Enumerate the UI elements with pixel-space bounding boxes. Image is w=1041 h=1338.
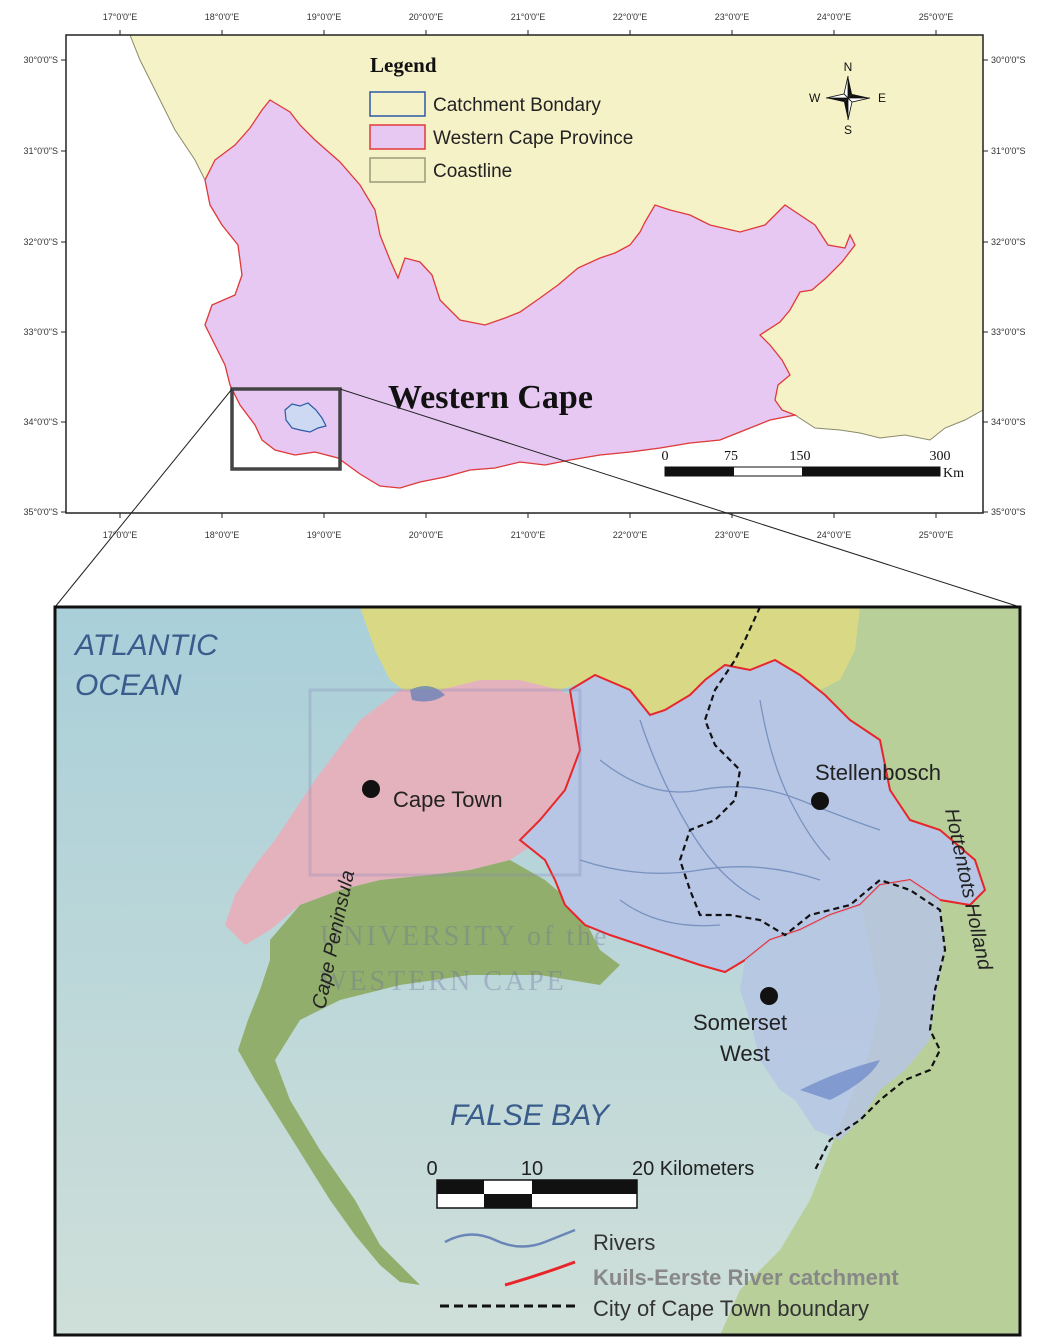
lat-tick-right: 33°0'0"S (991, 327, 1026, 337)
lat-ticks-left: 30°0'0"S 31°0'0"S 32°0'0"S 33°0'0"S 34°0… (23, 55, 66, 517)
town-marker-cape-town (362, 780, 380, 798)
town-label-somerset-line1: Somerset (693, 1010, 787, 1035)
catchment-boundary (284, 402, 327, 433)
legend-catchment-symbol (504, 1260, 576, 1287)
scale-label: 75 (724, 449, 738, 464)
lon-ticks-top: 17°0'0"E 18°0'0"E 19°0'0"E 20°0'0"E 21°0… (103, 12, 954, 35)
bay-label: FALSE BAY (450, 1099, 611, 1132)
inset-frame (53, 605, 1022, 1337)
compass-n: N (844, 60, 853, 74)
town-label-stellenbosch: Stellenbosch (815, 760, 941, 785)
legend-label-catchment: Catchment Bondary (433, 95, 601, 116)
town-label-cape-town: Cape Town (393, 787, 503, 812)
watermark-line1: UNIVERSITY of the (320, 921, 609, 952)
southeast-blue-area (740, 880, 945, 1140)
map-frame (65, 34, 984, 514)
compass-rose-icon: N S E W (809, 60, 886, 137)
lon-tick-bottom: 25°0'0"E (919, 530, 954, 540)
eastern-mainland (720, 607, 1020, 1335)
scale-label: 150 (790, 449, 811, 464)
lon-tick-top: 21°0'0"E (511, 12, 546, 22)
compass-w: W (809, 91, 821, 105)
overview-legend: Legend Catchment Bondary Western Cape Pr… (369, 53, 633, 183)
lon-tick-bottom: 21°0'0"E (511, 530, 546, 540)
lon-tick-top: 22°0'0"E (613, 12, 648, 22)
lon-tick-top: 18°0'0"E (205, 12, 240, 22)
lat-tick-left: 30°0'0"S (23, 55, 58, 65)
lon-tick-bottom: 22°0'0"E (613, 530, 648, 540)
inset-scale-label: 0 (426, 1158, 437, 1180)
overview-scale-bar: 0 75 150 300 Km (662, 449, 965, 481)
connector-line-left (54, 388, 233, 608)
ocean-label-line1: ATLANTIC (73, 629, 218, 662)
town-marker-somerset-west (760, 987, 778, 1005)
legend-label-coastline: Coastline (433, 161, 512, 182)
lat-tick-left: 35°0'0"S (23, 507, 58, 517)
lat-tick-right: 34°0'0"S (991, 417, 1026, 427)
lat-tick-right: 32°0'0"S (991, 237, 1026, 247)
lat-ticks-right: 30°0'0"S 31°0'0"S 32°0'0"S 33°0'0"S 34°0… (983, 55, 1026, 517)
legend-title: Legend (370, 53, 437, 77)
legend-rivers: Rivers (593, 1230, 655, 1255)
inset-scale-bar: 0 10 20 Kilometers (426, 1158, 754, 1209)
lon-tick-top: 24°0'0"E (817, 12, 852, 22)
lon-tick-bottom: 17°0'0"E (103, 530, 138, 540)
scale-label: 300 (930, 449, 951, 464)
legend-river-symbol (444, 1228, 576, 1248)
legend-swatch-province (369, 124, 426, 150)
ocean-label-line2: OCEAN (75, 669, 182, 702)
connector-line-right (339, 388, 1021, 608)
vlei (410, 686, 445, 702)
scale-unit: Km (943, 466, 964, 481)
lat-tick-right: 30°0'0"S (991, 55, 1026, 65)
city-of-cape-town-boundary (678, 607, 947, 1171)
cape-town-city-area (225, 680, 585, 945)
lat-tick-left: 33°0'0"S (23, 327, 58, 337)
lat-tick-right: 31°0'0"S (991, 146, 1026, 156)
lon-tick-top: 23°0'0"E (715, 12, 750, 22)
overview-map: 17°0'0"E 18°0'0"E 19°0'0"E 20°0'0"E 21°0… (23, 12, 1025, 540)
lat-tick-left: 31°0'0"S (23, 146, 58, 156)
lon-tick-top: 20°0'0"E (409, 12, 444, 22)
cape-peninsula-land (238, 860, 620, 1285)
inset-map: UNIVERSITY of the WESTERN CAPE ATLANTIC … (53, 605, 1022, 1337)
compass-e: E (878, 91, 886, 105)
inset-scale-label: 20 Kilometers (632, 1158, 754, 1180)
inset-extent-box (230, 387, 342, 471)
lon-tick-top: 25°0'0"E (919, 12, 954, 22)
inset-legend: Rivers Kuils-Eerste River catchment City… (440, 1228, 899, 1321)
lat-tick-left: 34°0'0"S (23, 417, 58, 427)
lon-ticks-bottom: 17°0'0"E 18°0'0"E 19°0'0"E 20°0'0"E 21°0… (103, 513, 954, 540)
lon-tick-top: 17°0'0"E (103, 12, 138, 22)
legend-catchment: Kuils-Eerste River catchment (593, 1265, 899, 1290)
region-label: Western Cape (388, 379, 593, 416)
compass-s: S (844, 123, 852, 137)
lon-tick-bottom: 23°0'0"E (715, 530, 750, 540)
legend-swatch-catchment (369, 91, 426, 117)
legend-city-boundary: City of Cape Town boundary (593, 1296, 869, 1321)
lon-tick-bottom: 24°0'0"E (817, 530, 852, 540)
lon-tick-top: 19°0'0"E (307, 12, 342, 22)
town-marker-stellenbosch (811, 792, 829, 810)
lon-tick-bottom: 18°0'0"E (205, 530, 240, 540)
scale-label: 0 (662, 449, 669, 464)
university-watermark: UNIVERSITY of the WESTERN CAPE (308, 688, 609, 997)
dam (800, 1060, 880, 1100)
lon-tick-bottom: 19°0'0"E (307, 530, 342, 540)
lat-tick-left: 32°0'0"S (23, 237, 58, 247)
inset-scale-label: 10 (521, 1158, 543, 1180)
town-label-somerset-line2: West (720, 1041, 770, 1066)
legend-label-province: Western Cape Province (433, 128, 633, 149)
legend-swatch-coastline (369, 157, 426, 183)
lat-tick-right: 35°0'0"S (991, 507, 1026, 517)
watermark-line2: WESTERN CAPE (320, 966, 567, 997)
lon-tick-bottom: 20°0'0"E (409, 530, 444, 540)
